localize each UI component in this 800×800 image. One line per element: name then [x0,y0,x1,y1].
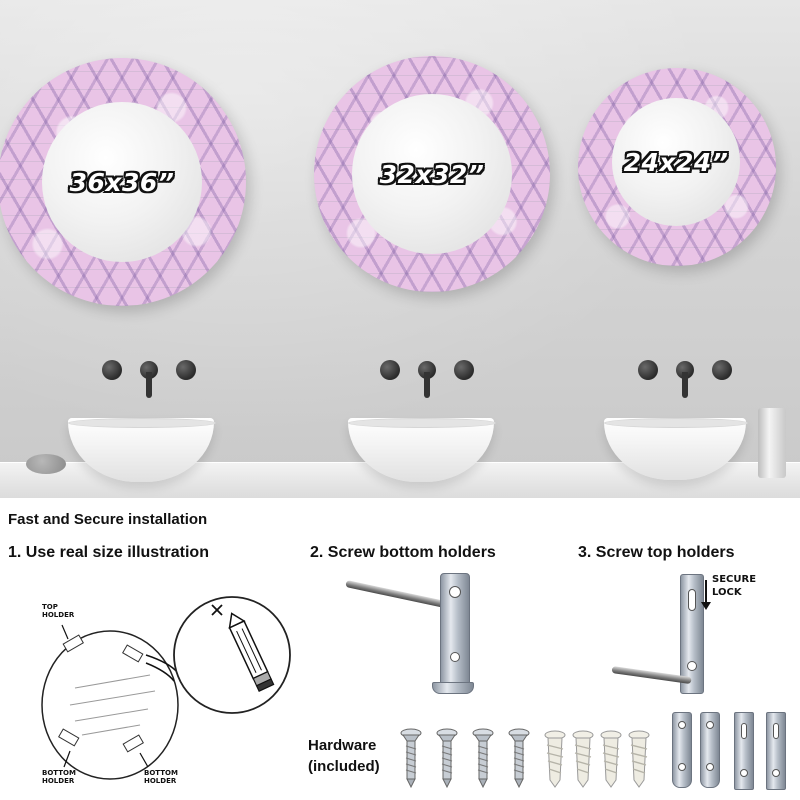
faucet-spout-icon [418,361,436,379]
faucet-knob-icon [454,360,474,380]
screw-hole-icon [706,721,714,729]
size-label-32: 32x32” [379,159,485,189]
wall-anchor-icon [572,730,594,788]
screwdriver-shaft [345,580,453,610]
hardware-heading: Hardware (included) [308,737,380,775]
faucet-knob-icon [102,360,122,380]
screw-hole-icon [706,763,714,771]
screw-icon [436,728,458,788]
faucet-spout-pipe [682,372,688,398]
top-holder-bracket [680,574,704,694]
soap-dispenser [758,408,786,478]
bracket-hook [432,682,474,694]
screw-hole-icon [449,586,461,598]
bottom-bracket-icon [700,712,720,788]
mirror-glass: 24x24” [612,98,740,226]
faucet-spout-pipe [146,372,152,398]
wall-anchor-icon [628,730,650,788]
slot-icon [688,589,696,611]
slot-icon [741,723,747,739]
slot-icon [773,723,779,739]
faucet-spout-pipe [424,372,430,398]
top-holder-label: TOP HOLDER [42,603,75,619]
faucet-knob-icon [712,360,732,380]
screw-hole-icon [740,769,748,777]
size-label-24: 24x24” [623,147,729,177]
screw-hole-icon [450,652,460,662]
faucet-knob-icon [638,360,658,380]
screw-hole-icon [687,661,697,671]
mirror-glass: 32x32” [352,94,512,254]
top-bracket-icon [734,712,754,790]
bottom-holder-bracket [440,573,470,691]
mirror-24: 24x24” [578,68,776,266]
mirror-36: 36x36” [0,58,246,306]
down-arrow-icon [701,580,711,610]
installation-title: Fast and Secure installation [8,511,208,528]
bottom-holder-right-label: BOTTOM HOLDER [144,769,178,785]
mirror-glass: 36x36” [42,102,202,262]
top-bracket-icon [766,712,786,790]
size-label-36: 36x36” [69,167,175,197]
faucet-knob-icon [176,360,196,380]
step3-heading: 3. Screw top holders [578,544,735,561]
bathroom-scene: 36x36” 32x32” 24x24” [0,0,800,498]
faucet-left [102,360,196,400]
wall-anchor-icon [544,730,566,788]
bottom-bracket-icon [672,712,692,788]
screw-icon [508,728,530,788]
faucet-right [638,360,732,400]
step1-heading: 1. Use real size illustration [8,544,209,561]
faucet-spout-icon [676,361,694,379]
installation-panel: Fast and Secure installation 1. Use real… [0,498,800,800]
faucet-knob-icon [380,360,400,380]
screw-hole-icon [678,763,686,771]
faucet-spout-icon [140,361,158,379]
illustration-drawing [41,596,291,780]
real-size-illustration: TOP HOLDER BOTTOM HOLDER BOTTOM HOLDER [20,593,300,798]
decor-stone [26,454,66,474]
bottom-holder-left-label: BOTTOM HOLDER [42,769,76,785]
screw-icon [400,728,422,788]
screw-hole-icon [772,769,780,777]
step2-heading: 2. Screw bottom holders [310,544,496,561]
screw-hole-icon [678,721,686,729]
mirror-32: 32x32” [314,56,550,292]
screw-icon [472,728,494,788]
secure-lock-label: SECURE LOCK [712,574,757,598]
faucet-middle [380,360,474,400]
wall-anchor-icon [600,730,622,788]
